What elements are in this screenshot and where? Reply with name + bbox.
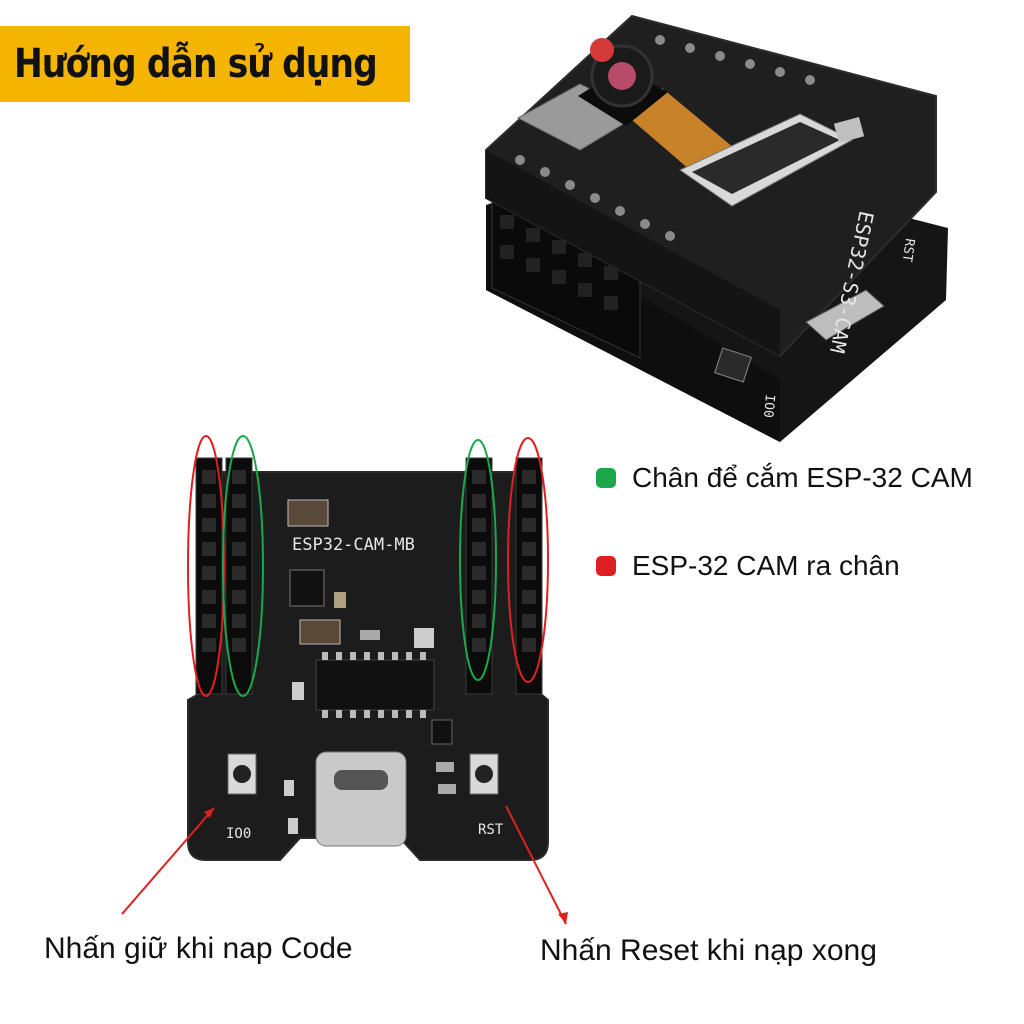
- s3-io0-label: IO0: [760, 394, 777, 419]
- io0-button[interactable]: [227, 753, 257, 795]
- ch340-chip: [315, 659, 435, 711]
- s3-rst-label: RST: [899, 237, 917, 263]
- arrow-to-io0: [121, 807, 215, 915]
- highlight-outer-right: [507, 437, 549, 683]
- legend-item-red: ESP-32 CAM ra chân: [596, 546, 973, 586]
- esp32-s3-cam-photo: ESP32-S3-CAM RST IO0: [485, 14, 948, 442]
- legend-label: Chân để cắm ESP-32 CAM: [632, 462, 973, 493]
- rst-button[interactable]: [469, 753, 499, 795]
- esp32-cam-mb-photo: ESP32-CAM-MB IO0 RST: [187, 457, 549, 861]
- caption-right: Nhấn Reset khi nạp xong: [540, 934, 877, 967]
- usb-c-port: [315, 751, 407, 847]
- green-dot-icon: [596, 468, 616, 488]
- legend: Chân để cắm ESP-32 CAM ESP-32 CAM ra châ…: [596, 458, 973, 586]
- red-dot-icon: [596, 556, 616, 576]
- io0-label: IO0: [226, 826, 251, 842]
- caption-left: Nhấn giữ khi nap Code: [44, 932, 353, 965]
- page-title: Hướng dẫn sử dụng: [14, 41, 378, 87]
- title-banner: Hướng dẫn sử dụng: [0, 26, 410, 102]
- arrow-to-rst: [505, 805, 568, 925]
- highlight-inner-right: [459, 439, 497, 681]
- mb-board-label: ESP32-CAM-MB: [292, 535, 415, 555]
- legend-item-green: Chân để cắm ESP-32 CAM: [596, 458, 973, 498]
- highlight-inner-left: [222, 435, 264, 697]
- rst-label: RST: [478, 822, 504, 838]
- legend-label: ESP-32 CAM ra chân: [632, 550, 900, 581]
